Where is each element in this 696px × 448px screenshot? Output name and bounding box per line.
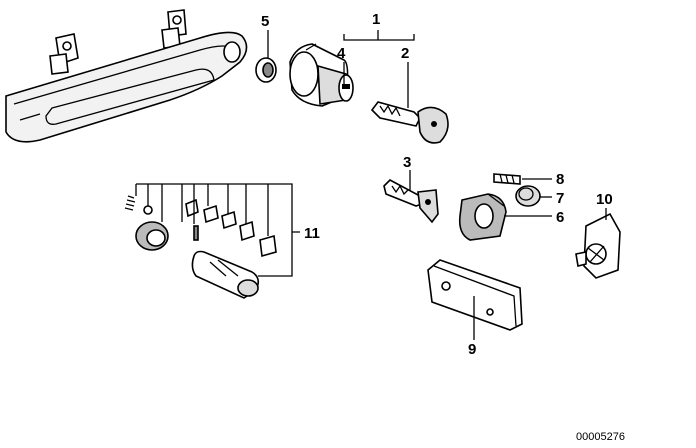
part-2-key — [370, 101, 449, 144]
callout-2: 2 — [401, 45, 409, 62]
callout-8: 8 — [556, 171, 564, 188]
part-5-ring — [255, 57, 277, 83]
callout-7: 7 — [556, 190, 564, 207]
leader-lines — [135, 30, 607, 340]
callout-5: 5 — [261, 13, 269, 30]
kit-tumbler-3 — [221, 210, 237, 230]
kit-pin — [193, 225, 199, 241]
kit-tumbler-1 — [185, 198, 199, 218]
part-7-cap — [515, 185, 541, 207]
kit-tumbler-2 — [203, 204, 219, 224]
callout-3: 3 — [403, 154, 411, 171]
door-handle — [5, 9, 248, 143]
lock-cylinder — [289, 43, 354, 107]
kit-washer — [143, 205, 153, 215]
part-9-plate — [427, 259, 523, 331]
callout-4: 4 — [337, 45, 346, 62]
callout-6: 6 — [556, 209, 564, 226]
kit-cylinder — [191, 250, 260, 299]
kit-spring — [124, 195, 136, 211]
kit-tumbler-5 — [259, 234, 277, 258]
callout-11: 11 — [304, 225, 320, 242]
callout-9: 9 — [468, 341, 476, 358]
callout-1: 1 — [372, 11, 380, 28]
kit-tumbler-4 — [239, 220, 255, 242]
reference-number: 00005276 — [576, 431, 625, 443]
kit-ring — [135, 221, 169, 251]
part-6-housing — [458, 193, 507, 241]
part-3-key — [383, 179, 439, 224]
part-10-cover — [575, 212, 621, 279]
callout-10: 10 — [596, 191, 613, 208]
part-8-screw — [493, 173, 521, 185]
